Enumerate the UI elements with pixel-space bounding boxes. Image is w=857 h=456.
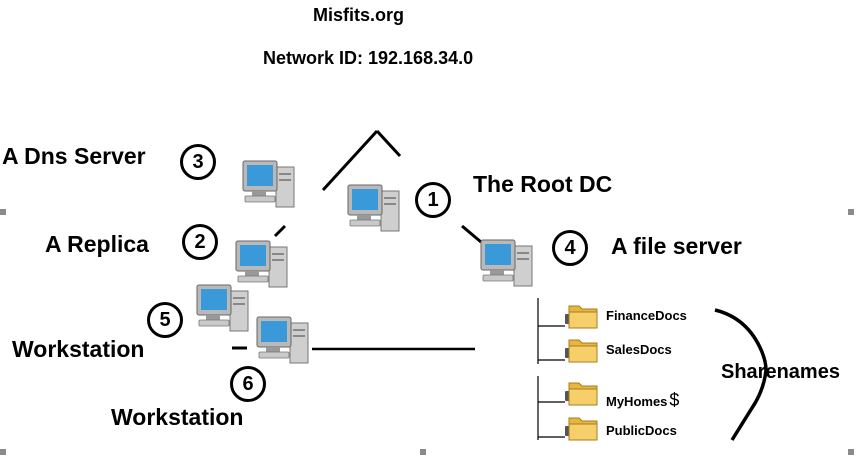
file-server-number: 4 xyxy=(552,230,588,266)
file-server-computer-icon xyxy=(480,239,533,287)
replica-computer-icon xyxy=(235,240,288,288)
share-my-homes-name: MyHomes xyxy=(606,394,668,409)
workstation-6-number: 6 xyxy=(230,366,266,402)
selection-handle-bottom-left[interactable] xyxy=(0,449,6,455)
share-sales-docs[interactable]: SalesDocs xyxy=(606,342,672,357)
selection-handle-bottom[interactable] xyxy=(420,449,426,455)
network-id-label: Network ID: 192.168.34.0 xyxy=(263,48,474,68)
root-dc-label: The Root DC xyxy=(473,171,613,197)
sales-docs-folder-icon xyxy=(565,339,598,363)
selection-handle-left[interactable] xyxy=(0,209,6,215)
public-docs-folder-icon xyxy=(565,417,598,441)
root-dc-number: 1 xyxy=(415,182,451,218)
workstation-6-label: Workstation xyxy=(111,404,244,430)
selection-handle-right[interactable] xyxy=(848,209,854,215)
dns-server-number: 3 xyxy=(180,144,216,180)
replica-label: A Replica xyxy=(45,231,149,257)
domain-title: Misfits.org xyxy=(313,5,405,25)
selection-handle-bottom-right[interactable] xyxy=(848,449,854,455)
finance-docs-folder-icon xyxy=(565,305,598,329)
root-apex-line-right xyxy=(375,129,402,158)
replica-root-line xyxy=(273,224,287,238)
share-my-homes[interactable]: MyHomes$ xyxy=(606,391,679,409)
sharenames-label: Sharenames xyxy=(721,361,840,383)
root-fileserver-line xyxy=(461,224,482,244)
workstation-5-number: 5 xyxy=(147,302,183,338)
replica-number: 2 xyxy=(182,224,218,260)
share-my-homes-hidden-marker: $ xyxy=(669,390,680,410)
root-dc-computer-icon xyxy=(347,184,400,232)
dns-server-label: A Dns Server xyxy=(2,143,146,169)
file-server-label: A file server xyxy=(611,233,742,259)
workstation-5-label: Workstation xyxy=(12,336,145,362)
workstation-6-computer-icon xyxy=(256,316,309,364)
dns-server-computer-icon xyxy=(242,160,295,208)
sharenames-brace xyxy=(714,308,768,441)
share-public-docs[interactable]: PublicDocs xyxy=(606,423,677,438)
root-apex-line-left xyxy=(321,129,379,192)
share-finance-docs[interactable]: FinanceDocs xyxy=(606,308,687,323)
my-homes-folder-icon xyxy=(565,382,598,406)
workstation-5-computer-icon xyxy=(196,284,249,332)
